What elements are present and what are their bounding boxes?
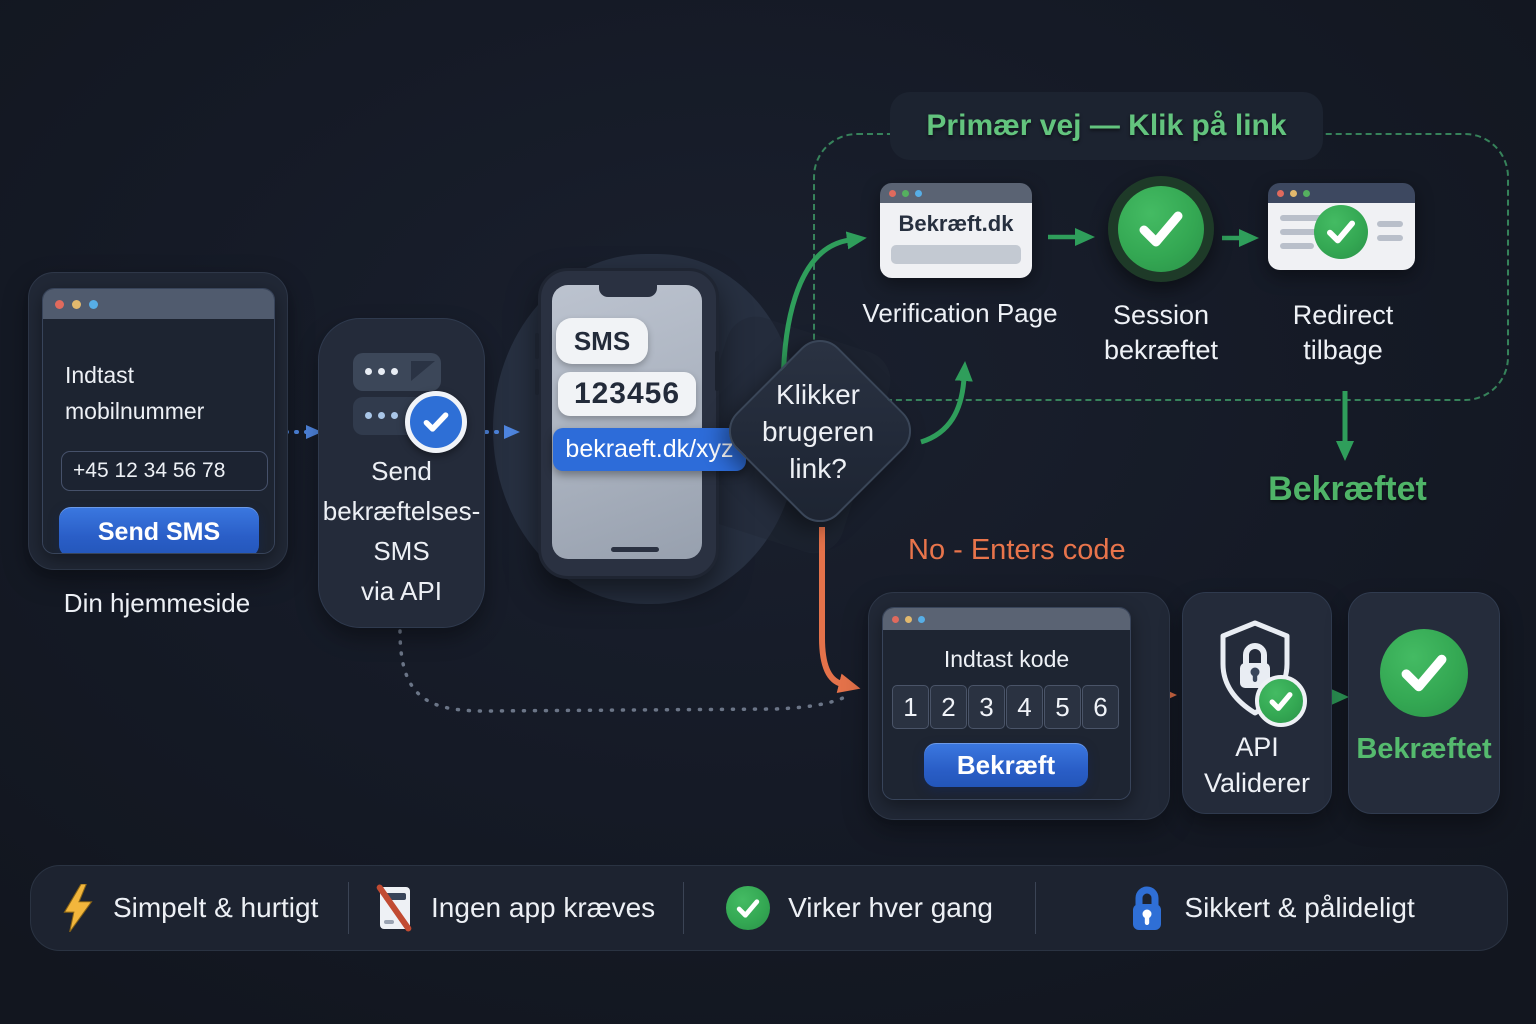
- website-window: Indtast mobilnummer +45 12 34 56 78 Send…: [42, 288, 275, 554]
- feature-divider: [348, 882, 350, 934]
- verification-browser-title: Bekræft.dk: [898, 211, 1014, 236]
- feature-label: Ingen app kræves: [431, 892, 656, 923]
- sms-link-pill[interactable]: bekraeft.dk/xyz: [553, 428, 746, 471]
- confirmed-label: Bekræftet: [1356, 733, 1492, 765]
- api-validator-card: API Validerer: [1182, 592, 1332, 814]
- feature-label: Virker hver gang: [788, 892, 993, 923]
- feature-divider: [682, 882, 684, 934]
- content-line: [1280, 243, 1314, 249]
- sms-api-label: Send bekræftelses- SMS via API: [322, 456, 481, 606]
- bubble-top-fold: [411, 361, 435, 381]
- code-digit-box[interactable]: 6: [1082, 685, 1119, 729]
- confirm-code-button[interactable]: Bekræft: [924, 743, 1088, 787]
- verification-titlebar: [880, 183, 1032, 203]
- bubble-top-dots: [365, 368, 398, 375]
- redirect-check-icon: [1314, 205, 1368, 259]
- lightning-icon: [61, 884, 95, 932]
- code-digit-box[interactable]: 4: [1006, 685, 1043, 729]
- code-entry-window: Indtast kode 1 2 3 4 5 6 Bekræft: [882, 607, 1131, 800]
- content-line: [1280, 229, 1328, 235]
- sms-api-box: Send bekræftelses- SMS via API: [318, 318, 485, 628]
- feature-item: Simpelt & hurtigt: [31, 866, 348, 950]
- traffic-light-blue-icon: [918, 615, 925, 623]
- confirm-code-label: Bekræft: [956, 749, 1056, 780]
- lock-icon: [1128, 884, 1166, 932]
- send-sms-label: Send SMS: [97, 517, 221, 546]
- traffic-light-red-icon: [55, 299, 64, 309]
- send-sms-button[interactable]: Send SMS: [59, 507, 259, 553]
- primary-path-title: Primær vej — Klik på link: [926, 109, 1287, 142]
- decision-diamond: Klikker brugeren link?: [718, 329, 922, 533]
- traffic-light-yellow-icon: [1290, 189, 1297, 197]
- phone-power-button: [715, 351, 719, 391]
- website-caption: Din hjemmeside: [63, 588, 251, 618]
- redirect-titlebar: [1268, 183, 1415, 203]
- website-heading: Indtast mobilnummer: [65, 362, 205, 424]
- code-digit-box[interactable]: 1: [892, 685, 929, 729]
- code-digit-box[interactable]: 3: [968, 685, 1005, 729]
- session-label: Session bekræftet: [1103, 300, 1219, 365]
- redirect-browser: [1268, 183, 1415, 270]
- website-window-body: Indtast mobilnummer +45 12 34 56 78 Send…: [43, 319, 274, 553]
- traffic-light-yellow-icon: [72, 299, 81, 309]
- primary-path-title-box: Primær vej — Klik på link: [890, 92, 1323, 160]
- phone-side-button: [535, 333, 539, 359]
- feature-label: Simpelt & hurtigt: [112, 892, 319, 923]
- traffic-light-red-icon: [889, 189, 896, 197]
- api-validator-label: API Validerer: [1203, 732, 1311, 798]
- api-validated-badge-icon: [1255, 675, 1307, 727]
- redirect-body: [1268, 203, 1415, 270]
- check-circle-icon: [726, 886, 771, 930]
- features-bar: Simpelt & hurtigt Ingen app kræves Virke…: [30, 865, 1508, 951]
- phone-mockup: [535, 268, 719, 579]
- primary-result-label: Bekræftet: [1268, 470, 1427, 508]
- code-entry-body: Indtast kode 1 2 3 4 5 6 Bekræft: [883, 630, 1130, 799]
- phone-notch: [599, 283, 657, 297]
- feature-item: Ingen app kræves: [349, 866, 683, 950]
- content-line: [1377, 235, 1403, 241]
- traffic-light-green-icon: [902, 189, 909, 197]
- code-entry-titlebar: [883, 608, 1130, 630]
- traffic-light-green-icon: [1303, 189, 1310, 197]
- redirect-label: Redirect tilbage: [1292, 300, 1394, 365]
- code-digit-box[interactable]: 5: [1044, 685, 1081, 729]
- confirmed-check-icon: [1380, 629, 1468, 717]
- session-check-icon: [1108, 176, 1214, 282]
- api-check-badge-icon: [405, 391, 467, 453]
- verification-label: Verification Page: [862, 298, 1058, 328]
- bubble-bottom-dots: [365, 412, 398, 419]
- content-line: [1377, 221, 1403, 227]
- code-bubble: 123456: [558, 372, 696, 416]
- verification-body: Bekræft.dk: [880, 203, 1032, 278]
- traffic-light-blue-icon: [89, 299, 98, 309]
- sms-bubble: SMS: [556, 318, 648, 364]
- traffic-light-red-icon: [1277, 189, 1284, 197]
- phone-number-value: +45 12 34 56 78: [73, 459, 226, 482]
- phone-home-indicator: [611, 547, 659, 552]
- confirmed-card: Bekræftet: [1348, 592, 1500, 814]
- traffic-light-blue-icon: [915, 189, 922, 197]
- verification-browser: Bekræft.dk: [880, 183, 1032, 278]
- traffic-light-red-icon: [892, 615, 899, 623]
- phone-side-button: [535, 369, 539, 395]
- code-digit-row: 1 2 3 4 5 6: [892, 685, 1119, 729]
- verification-url-bar: [891, 245, 1021, 264]
- feature-label: Sikkert & pålideligt: [1184, 892, 1415, 923]
- feature-divider: [1035, 882, 1037, 934]
- code-entry-title: Indtast kode: [943, 646, 1070, 672]
- phone-number-input[interactable]: +45 12 34 56 78: [61, 451, 268, 491]
- content-line: [1280, 215, 1328, 221]
- connector-api-to-code-entry: [398, 629, 851, 713]
- traffic-light-yellow-icon: [905, 615, 912, 623]
- window-titlebar: [43, 289, 274, 319]
- code-digit-box[interactable]: 2: [930, 685, 967, 729]
- no-path-label: No - Enters code: [908, 534, 1126, 566]
- feature-item: Virker hver gang: [684, 866, 1035, 950]
- feature-item: Sikkert & pålideligt: [1036, 866, 1507, 950]
- no-app-icon: [375, 883, 413, 933]
- decision-text: Klikker brugeren link?: [761, 379, 875, 484]
